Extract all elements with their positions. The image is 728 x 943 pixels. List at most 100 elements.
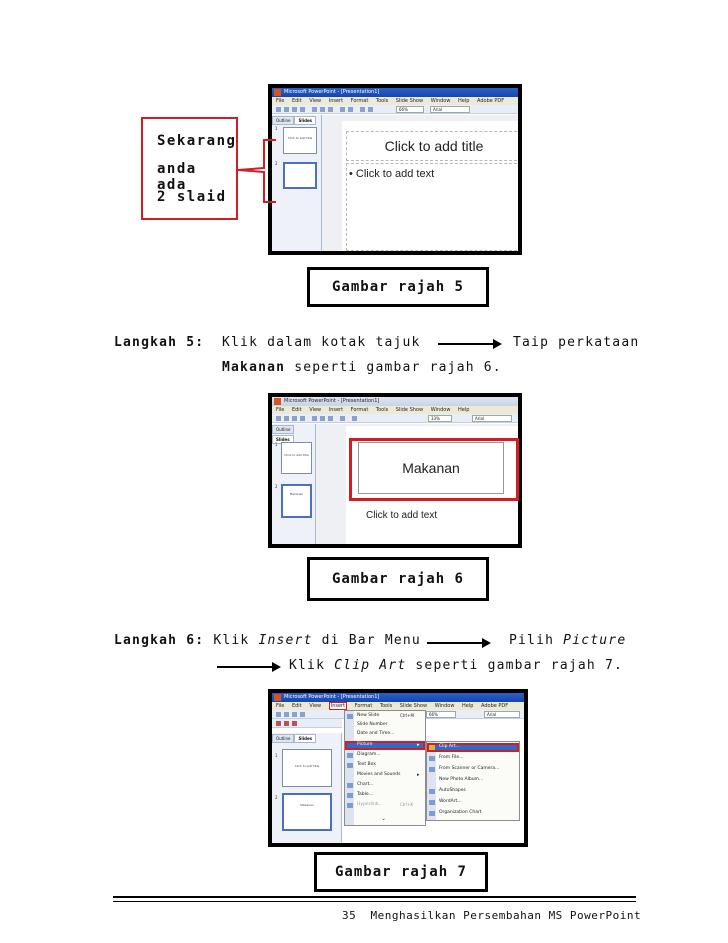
panel-tabs: OutlineSlides — [272, 424, 315, 444]
menu-help[interactable]: Help — [462, 703, 474, 709]
menu-item-table[interactable]: Table... — [357, 792, 373, 797]
menu-edit[interactable]: Edit — [291, 98, 302, 104]
print-icon[interactable] — [300, 416, 305, 421]
menu-slide-show[interactable]: Slide Show — [395, 98, 424, 104]
menu-edit[interactable]: Edit — [291, 703, 302, 709]
menu-insert[interactable]: Insert — [328, 407, 344, 413]
callout-line-2: anda ada — [157, 161, 197, 193]
menu-file[interactable]: File — [276, 98, 285, 104]
open-icon[interactable] — [284, 712, 289, 717]
zoom-select[interactable]: 33% — [428, 415, 452, 422]
undo-icon[interactable] — [276, 721, 281, 726]
menu-format[interactable]: Format — [354, 703, 373, 709]
cut-icon[interactable] — [312, 107, 317, 112]
slide-thumbnail-1[interactable]: Click to add title — [282, 749, 332, 787]
menu-slide-show[interactable]: Slide Show — [395, 407, 424, 413]
table-icon[interactable] — [368, 107, 373, 112]
body-placeholder[interactable]: Click to add text — [366, 510, 437, 521]
hyperlink-icon — [347, 803, 353, 808]
menu-window[interactable]: Window — [430, 98, 451, 104]
menu-item-diagram[interactable]: Diagram... — [357, 752, 381, 757]
open-icon[interactable] — [284, 416, 289, 421]
print-icon[interactable] — [300, 712, 305, 717]
menu-view[interactable]: View — [309, 98, 322, 104]
menu-item-new-slide[interactable]: New Slide — [357, 713, 380, 718]
menu-insert[interactable]: Insert — [328, 702, 348, 710]
new-icon[interactable] — [276, 712, 281, 717]
menu-item-autoshapes[interactable]: AutoShapes — [439, 788, 466, 793]
menu-window[interactable]: Window — [434, 703, 455, 709]
menu-file[interactable]: File — [276, 703, 285, 709]
menu-item-org-chart[interactable]: Organization Chart — [439, 810, 482, 815]
menu-adobe-pdf[interactable]: Adobe PDF — [477, 98, 505, 104]
menu-item-chart[interactable]: Chart... — [357, 782, 374, 787]
menu-window[interactable]: Window — [430, 407, 451, 413]
slide-thumbnail-1[interactable]: Click to add title — [283, 127, 317, 154]
tab-outline[interactable]: Outline — [272, 734, 295, 743]
zoom-select[interactable]: 66% — [426, 711, 456, 718]
undo-icon[interactable] — [340, 107, 345, 112]
tab-outline[interactable]: Outline — [272, 425, 295, 434]
menu-item-movies-sounds[interactable]: Movies and Sounds — [357, 772, 401, 777]
font-select[interactable]: Arial — [484, 711, 520, 718]
menu-adobe-pdf[interactable]: Adobe PDF — [481, 703, 509, 709]
menu-tools[interactable]: Tools — [379, 703, 393, 709]
slide-thumbnail-1[interactable]: Click to add title — [281, 442, 312, 474]
menu-tools[interactable]: Tools — [375, 98, 389, 104]
open-icon[interactable] — [284, 107, 289, 112]
tab-slides[interactable]: Slides — [294, 116, 317, 125]
paste-icon[interactable] — [328, 416, 333, 421]
menu-item-new-photo-album[interactable]: New Photo Album... — [439, 777, 484, 782]
save-icon[interactable] — [292, 416, 297, 421]
menu-item-slide-number[interactable]: Slide Number — [357, 722, 388, 727]
menu-item-from-scanner[interactable]: From Scanner or Camera... — [439, 766, 500, 771]
slide-thumbnail-2[interactable]: Makanan — [282, 793, 332, 831]
menu-help[interactable]: Help — [458, 98, 470, 104]
menu-edit[interactable]: Edit — [291, 407, 302, 413]
delete-icon[interactable] — [292, 721, 297, 726]
menu-view[interactable]: View — [309, 407, 322, 413]
chart-icon[interactable] — [360, 107, 365, 112]
menu-item-from-file[interactable]: From File... — [439, 755, 464, 760]
menu-item-picture[interactable]: Picture — [357, 742, 373, 747]
menu-view[interactable]: View — [309, 703, 322, 709]
menu-insert[interactable]: Insert — [328, 98, 344, 104]
redo-icon[interactable] — [348, 107, 353, 112]
new-icon[interactable] — [276, 416, 281, 421]
title-placeholder[interactable]: Click to add title — [346, 131, 518, 161]
undo-icon[interactable] — [340, 416, 345, 421]
slide-thumbnail-2[interactable]: Makanan — [281, 484, 312, 518]
menu-slide-show[interactable]: Slide Show — [399, 703, 428, 709]
menu-file[interactable]: File — [276, 407, 285, 413]
zoom-select[interactable]: 66% — [396, 106, 424, 113]
menu-help[interactable]: Help — [458, 407, 470, 413]
menu-item-hyperlink[interactable]: Hyperlink... — [357, 802, 383, 807]
menu-format[interactable]: Format — [350, 98, 369, 104]
slide-thumbnail-2[interactable] — [283, 162, 317, 189]
menu-item-date-time[interactable]: Date and Time... — [357, 731, 395, 736]
menu-tools[interactable]: Tools — [375, 407, 389, 413]
paste-icon[interactable] — [328, 107, 333, 112]
copy-icon[interactable] — [320, 416, 325, 421]
slide-number: 2 — [275, 161, 278, 166]
font-select[interactable]: Arial — [472, 415, 512, 422]
save-icon[interactable] — [292, 107, 297, 112]
window-title-bar: Microsoft PowerPoint - [Presentation1] — [272, 397, 518, 406]
chart-icon[interactable] — [352, 416, 357, 421]
font-select[interactable]: Arial — [430, 106, 470, 113]
print-icon[interactable] — [300, 107, 305, 112]
save-icon[interactable] — [292, 712, 297, 717]
new-icon[interactable] — [276, 107, 281, 112]
menu-item-clip-art[interactable]: Clip Art... — [439, 744, 460, 749]
copy-icon[interactable] — [320, 107, 325, 112]
body-placeholder[interactable]: • Click to add text — [346, 163, 518, 251]
thumbnail-title: Makanan — [289, 492, 304, 496]
title-box[interactable]: Makanan — [358, 442, 504, 494]
menu-item-text-box[interactable]: Text Box — [357, 762, 376, 767]
tab-slides[interactable]: Slides — [294, 734, 317, 743]
cut-icon[interactable] — [312, 416, 317, 421]
tab-outline[interactable]: Outline — [272, 116, 295, 125]
redo-icon[interactable] — [284, 721, 289, 726]
menu-item-wordart[interactable]: WordArt... — [439, 799, 462, 804]
menu-format[interactable]: Format — [350, 407, 369, 413]
